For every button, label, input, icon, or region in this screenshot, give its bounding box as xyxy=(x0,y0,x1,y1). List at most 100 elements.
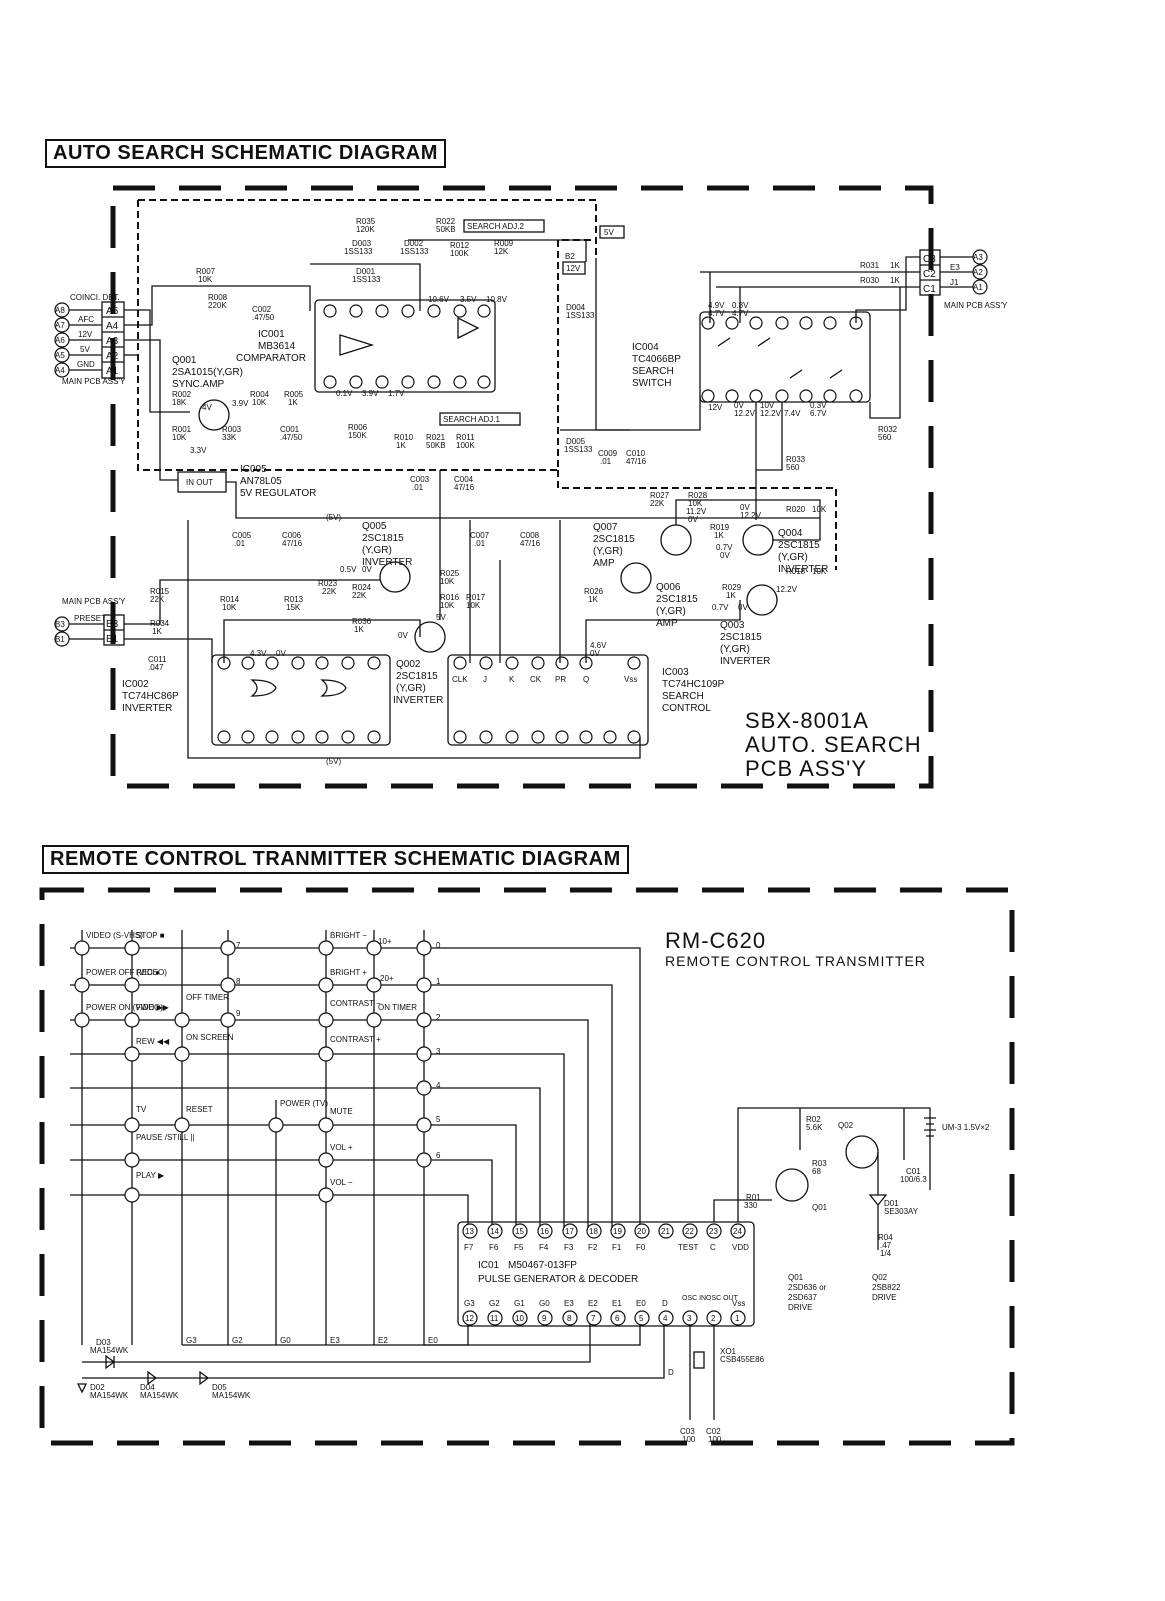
svg-text:50KB: 50KB xyxy=(426,441,446,450)
svg-text:G0: G0 xyxy=(539,1299,550,1308)
ic003-pin-q: Q xyxy=(583,675,589,684)
svg-text:G0: G0 xyxy=(280,1336,291,1345)
ic003-func1: SEARCH xyxy=(662,691,704,702)
svg-text:.01: .01 xyxy=(412,483,424,492)
svg-text:10.6V: 10.6V xyxy=(428,295,450,304)
key-rec: REC ● xyxy=(136,968,160,977)
svg-text:C008: C008 xyxy=(520,531,540,540)
svg-text:0V: 0V xyxy=(740,503,750,512)
svg-text:15: 15 xyxy=(515,1227,524,1236)
svg-text:D: D xyxy=(662,1299,668,1308)
ic003-search-control: CLK J K CK PR Q Vss IC003 TC74HC109P SEA… xyxy=(447,654,725,746)
svg-text:R001: R001 xyxy=(172,425,192,434)
ic003-pin-ck: CK xyxy=(530,675,542,684)
svg-text:10K: 10K xyxy=(466,601,481,610)
svg-text:R021: R021 xyxy=(426,433,446,442)
auto-search-labels: SEARCH ADJ.2 SEARCH ADJ.1 5V 12V B2 (5V)… xyxy=(326,219,625,766)
auto-search-title: AUTO SEARCH SCHEMATIC DIAGRAM xyxy=(45,139,446,168)
pin-a5: A5 xyxy=(106,306,119,317)
svg-text:12V: 12V xyxy=(708,403,723,412)
sig-afc: AFC xyxy=(78,315,94,324)
svg-text:4.3V: 4.3V xyxy=(250,649,267,658)
svg-text:R020: R020 xyxy=(786,505,806,514)
svg-text:.01: .01 xyxy=(600,457,612,466)
svg-text:OSC OUT: OSC OUT xyxy=(706,1295,739,1302)
key-off-timer: OFF TIMER xyxy=(186,993,229,1002)
svg-text:0V: 0V xyxy=(738,603,748,612)
ic003-pin-clk: CLK xyxy=(452,675,468,684)
svg-text:20: 20 xyxy=(637,1227,646,1236)
svg-text:.47/50: .47/50 xyxy=(252,313,275,322)
svg-text:0.5V: 0.5V xyxy=(340,565,357,574)
svg-text:10K: 10K xyxy=(688,499,703,508)
svg-text:1K: 1K xyxy=(588,595,598,604)
svg-text:R034: R034 xyxy=(150,619,170,628)
svg-text:24: 24 xyxy=(733,1227,742,1236)
svg-text:560: 560 xyxy=(878,433,892,442)
key-0: 0 xyxy=(436,941,441,950)
svg-text:0.7V: 0.7V xyxy=(716,543,733,552)
q005-func: INVERTER xyxy=(362,557,412,568)
key-7: 7 xyxy=(236,941,241,950)
svg-text:22K: 22K xyxy=(650,499,665,508)
connector-a-left: A5 A4 A3 A2 A1 A8 A7 A6 A5 A4 COINCI. DE… xyxy=(54,293,126,386)
remote-pcb-outline xyxy=(39,887,1015,1446)
q006-ref: Q006 xyxy=(656,582,681,593)
ic004-func2: SWITCH xyxy=(632,378,671,389)
svg-text:D01: D01 xyxy=(884,1199,899,1208)
svg-text:4.9V: 4.9V xyxy=(708,301,725,310)
svg-text:3: 3 xyxy=(687,1314,692,1323)
svg-text:220K: 220K xyxy=(208,301,227,310)
ic005-io: IN OUT xyxy=(186,478,213,487)
pin-c1: C1 xyxy=(923,284,936,295)
right-main-pcb-label: MAIN PCB ASS'Y xyxy=(944,301,1008,310)
svg-text:47/16: 47/16 xyxy=(626,457,647,466)
svg-text:19: 19 xyxy=(613,1227,622,1236)
svg-text:1K: 1K xyxy=(714,531,724,540)
ic003-func2: CONTROL xyxy=(662,703,711,714)
svg-text:R026: R026 xyxy=(584,587,604,596)
svg-text:C009: C009 xyxy=(598,449,618,458)
svg-text:C02: C02 xyxy=(706,1427,721,1436)
svg-text:R003: R003 xyxy=(222,425,242,434)
ic01-pulse-generator: 13 14 15 16 17 18 19 20 21 22 23 24 F7 F… xyxy=(457,1221,755,1327)
q002-func: INVERTER xyxy=(393,695,443,706)
svg-text:R036: R036 xyxy=(352,617,372,626)
ic005-ref: IC005 xyxy=(240,464,267,475)
key-2: 2 xyxy=(436,1013,441,1022)
svg-text:1.7V: 1.7V xyxy=(388,389,405,398)
svg-text:10K: 10K xyxy=(440,577,455,586)
connector-b-preset: B3 B1 B3 B1 PRESET MAIN PCB ASS'Y xyxy=(54,597,126,647)
svg-text:F1: F1 xyxy=(612,1243,622,1252)
connector-c-right: C3 C2 C1 A3 A2 A1 E3 J1 MAIN PCB ASS'Y xyxy=(919,249,1008,310)
svg-text:C007: C007 xyxy=(470,531,490,540)
svg-text:330: 330 xyxy=(744,1201,758,1210)
key-power-tv: POWER (TV) xyxy=(280,1099,328,1108)
svg-text:4V: 4V xyxy=(202,403,212,412)
svg-text:DRIVE: DRIVE xyxy=(872,1293,896,1302)
svg-text:XO1: XO1 xyxy=(720,1347,737,1356)
search-adj-2: SEARCH ADJ.2 xyxy=(467,222,524,231)
key-power-on-video: POWER ON (VIDEO) xyxy=(86,1003,163,1012)
svg-text:G3: G3 xyxy=(186,1336,197,1345)
key-3: 3 xyxy=(436,1047,441,1056)
svg-text:R013: R013 xyxy=(284,595,304,604)
svg-text:0V: 0V xyxy=(734,401,744,410)
svg-text:G3: G3 xyxy=(464,1299,475,1308)
key-contrast-minus: CONTRAST − xyxy=(330,999,381,1008)
key-reset: RESET xyxy=(186,1105,213,1114)
key-rew: REW ◀◀ xyxy=(136,1037,170,1046)
ic004-search-switch: IC004 TC4066BP SEARCH SWITCH xyxy=(632,311,871,403)
key-10plus: 10+ xyxy=(378,937,392,946)
svg-text:F0: F0 xyxy=(636,1243,646,1252)
svg-text:12.2V: 12.2V xyxy=(740,511,762,520)
svg-text:10K: 10K xyxy=(198,275,213,284)
ic002-ref: IC002 xyxy=(122,679,149,690)
svg-text:R014: R014 xyxy=(220,595,240,604)
svg-text:R012: R012 xyxy=(450,241,470,250)
svg-text:2SD636 or: 2SD636 or xyxy=(788,1283,827,1292)
svg-text:R004: R004 xyxy=(250,390,270,399)
key-6: 6 xyxy=(436,1151,441,1160)
ic003-pin-pr: PR xyxy=(555,675,566,684)
svg-text:0.1V: 0.1V xyxy=(336,389,353,398)
